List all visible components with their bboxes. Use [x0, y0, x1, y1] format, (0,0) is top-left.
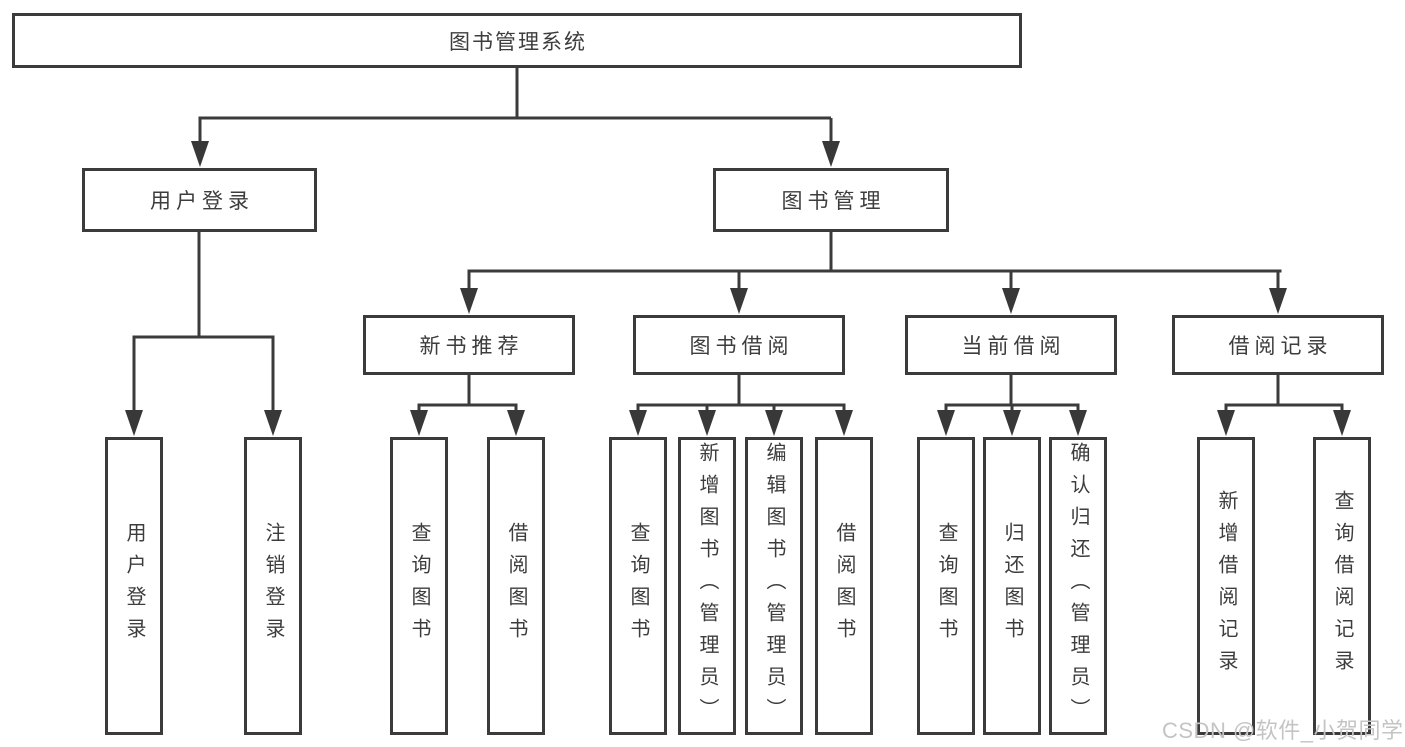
node-borrow-records: 借阅记录 [1172, 315, 1384, 375]
leaf-current-confirm-return-admin: 确认归还（管理员） [1049, 437, 1107, 735]
node-book-management: 图书管理 [713, 168, 949, 232]
leaf-records-add-record: 新增借阅记录 [1197, 437, 1255, 735]
connector-bookmgmt-to-level3 [467, 232, 1282, 294]
connector-current-to-leaves [944, 375, 1080, 416]
node-borrow-records-label: 借阅记录 [1228, 335, 1333, 358]
node-root: 图书管理系统 [12, 13, 1022, 68]
node-new-book-recommend: 新书推荐 [363, 315, 575, 375]
leaf-newbook-query-books: 查询图书 [390, 437, 448, 735]
leaf-records-query-record-label: 查询借阅记录 [1331, 490, 1353, 682]
leaf-newbook-borrow-books: 借阅图书 [487, 437, 545, 735]
node-current-borrow: 当前借阅 [905, 315, 1117, 375]
leaf-user-login: 用户登录 [105, 437, 163, 735]
connector-newbook-to-leaves [417, 375, 518, 416]
leaf-borrow-edit-books-admin-label: 编辑图书（管理员） [763, 442, 785, 730]
connector-records-to-leaves [1224, 375, 1344, 416]
node-new-book-recommend-label: 新书推荐 [419, 335, 524, 358]
leaf-current-query-books: 查询图书 [917, 437, 975, 735]
node-user-login-label: 用户登录 [150, 190, 254, 213]
leaf-current-query-books-label: 查询图书 [935, 522, 957, 650]
leaf-current-return-books-label: 归还图书 [1001, 522, 1023, 650]
node-user-login: 用户登录 [82, 168, 317, 232]
node-current-borrow-label: 当前借阅 [961, 335, 1066, 358]
node-book-borrow: 图书借阅 [633, 315, 845, 375]
connector-root-to-level2 [198, 68, 833, 147]
connector-borrow-to-leaves [636, 375, 846, 416]
leaf-borrow-query-books: 查询图书 [609, 437, 667, 735]
leaf-borrow-edit-books-admin: 编辑图书（管理员） [745, 437, 803, 735]
leaf-borrow-add-books-admin-label: 新增图书（管理员） [696, 442, 718, 730]
node-book-borrow-label: 图书借阅 [689, 335, 794, 358]
leaf-borrow-borrow-books: 借阅图书 [815, 437, 873, 735]
node-book-management-label: 图书管理 [781, 190, 886, 213]
leaf-logout-label: 注销登录 [262, 522, 284, 650]
leaf-current-return-books: 归还图书 [983, 437, 1041, 735]
leaf-borrow-add-books-admin: 新增图书（管理员） [678, 437, 736, 735]
leaf-borrow-query-books-label: 查询图书 [627, 522, 649, 650]
node-root-label: 图书管理系统 [449, 30, 587, 54]
leaf-user-login-label: 用户登录 [123, 522, 145, 650]
leaf-logout: 注销登录 [244, 437, 302, 735]
leaf-records-add-record-label: 新增借阅记录 [1215, 490, 1237, 682]
watermark-text: CSDN @软件_小贺同学 [1162, 718, 1404, 743]
leaf-records-query-record: 查询借阅记录 [1313, 437, 1371, 735]
leaf-borrow-borrow-books-label: 借阅图书 [833, 522, 855, 650]
leaf-current-confirm-return-admin-label: 确认归还（管理员） [1067, 442, 1089, 730]
connector-userlogin-to-leaves [132, 232, 275, 416]
arrowheads [125, 141, 1351, 436]
leaf-newbook-borrow-books-label: 借阅图书 [505, 522, 527, 650]
leaf-newbook-query-books-label: 查询图书 [408, 522, 430, 650]
